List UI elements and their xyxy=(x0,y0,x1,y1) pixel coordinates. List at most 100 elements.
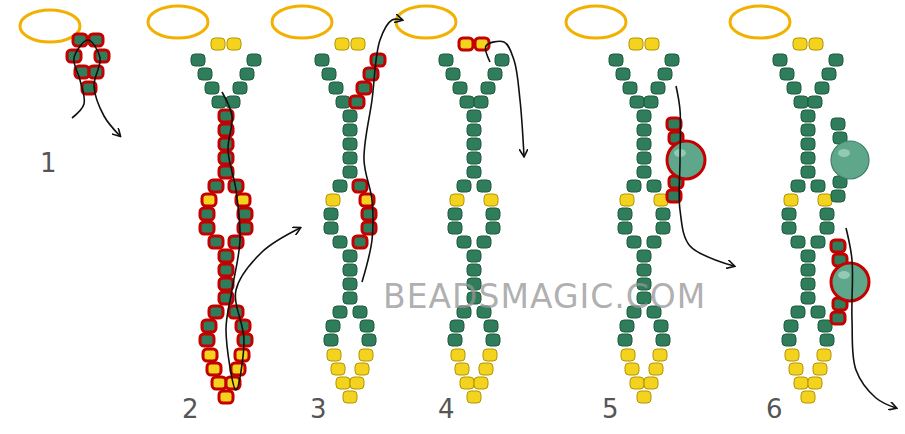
seed-bead xyxy=(343,278,357,290)
seed-bead xyxy=(219,152,233,164)
seed-bead xyxy=(630,377,644,389)
seed-bead xyxy=(200,334,214,346)
seed-bead xyxy=(460,96,474,108)
seed-bead xyxy=(647,236,661,248)
seed-bead xyxy=(822,68,836,80)
wire-ring xyxy=(148,6,208,38)
bead-shine xyxy=(838,149,850,157)
seed-bead xyxy=(665,54,679,66)
seed-bead xyxy=(620,320,634,332)
seed-bead xyxy=(371,54,385,66)
seed-bead xyxy=(637,250,651,262)
wire-ring xyxy=(566,6,626,38)
seed-bead xyxy=(831,312,845,324)
seed-bead xyxy=(247,54,261,66)
seed-bead xyxy=(212,96,226,108)
seed-bead xyxy=(627,180,641,192)
seed-bead xyxy=(651,82,665,94)
seed-bead xyxy=(453,82,467,94)
seed-bead xyxy=(637,110,651,122)
seed-bead xyxy=(801,152,815,164)
seed-bead xyxy=(209,180,223,192)
seed-bead xyxy=(479,363,493,375)
seed-bead xyxy=(212,377,226,389)
seed-bead xyxy=(335,38,349,50)
seed-bead xyxy=(353,180,367,192)
seed-bead xyxy=(95,50,109,62)
seed-bead xyxy=(644,377,658,389)
seed-bead xyxy=(474,96,488,108)
seed-bead xyxy=(801,250,815,262)
seed-bead xyxy=(229,236,243,248)
seed-bead xyxy=(355,363,369,375)
seed-bead xyxy=(656,208,670,220)
seed-bead xyxy=(343,250,357,262)
wire-ring xyxy=(272,6,332,38)
seed-bead xyxy=(362,334,376,346)
seed-bead xyxy=(808,96,822,108)
seed-bead xyxy=(629,38,643,50)
step-number: 1 xyxy=(40,150,57,176)
seed-bead xyxy=(784,194,798,206)
seed-bead xyxy=(637,138,651,150)
seed-bead xyxy=(219,250,233,262)
seed-bead xyxy=(791,306,805,318)
seed-bead xyxy=(789,363,803,375)
seed-bead xyxy=(467,138,481,150)
seed-bead xyxy=(637,391,651,403)
seed-bead xyxy=(808,377,822,389)
step-number: 6 xyxy=(766,396,783,422)
seed-bead xyxy=(625,363,639,375)
seed-bead xyxy=(457,180,471,192)
seed-bead xyxy=(207,363,221,375)
seed-bead xyxy=(238,208,252,220)
seed-bead xyxy=(202,194,216,206)
seed-bead xyxy=(219,278,233,290)
seed-bead xyxy=(820,334,834,346)
seed-bead xyxy=(818,194,832,206)
seed-bead xyxy=(653,349,667,361)
step-number: 5 xyxy=(602,396,619,422)
seed-bead xyxy=(343,292,357,304)
round-bead xyxy=(667,141,705,179)
seed-bead xyxy=(801,166,815,178)
seed-bead xyxy=(333,180,347,192)
seed-bead xyxy=(667,118,681,130)
round-bead xyxy=(831,141,869,179)
seed-bead xyxy=(645,38,659,50)
watermark: BEADSMAGIC.COM xyxy=(383,280,706,313)
seed-bead xyxy=(238,334,252,346)
wire-ring xyxy=(396,6,456,38)
seed-bead xyxy=(362,222,376,234)
seed-bead xyxy=(791,236,805,248)
seed-bead xyxy=(364,68,378,80)
seed-bead xyxy=(89,34,103,46)
seed-bead xyxy=(448,222,462,234)
seed-bead xyxy=(801,138,815,150)
seed-bead xyxy=(656,334,670,346)
thread-path xyxy=(846,228,896,408)
seed-bead xyxy=(637,152,651,164)
seed-bead xyxy=(831,118,845,130)
seed-bead xyxy=(785,349,799,361)
seed-bead xyxy=(637,264,651,276)
seed-bead xyxy=(794,377,808,389)
seed-bead xyxy=(621,349,635,361)
seed-bead xyxy=(231,363,245,375)
seed-bead xyxy=(483,349,497,361)
thread-path xyxy=(362,19,402,282)
seed-bead xyxy=(219,264,233,276)
seed-bead xyxy=(203,349,217,361)
seed-bead xyxy=(782,334,796,346)
seed-bead xyxy=(618,334,632,346)
seed-bead xyxy=(450,194,464,206)
seed-bead xyxy=(820,208,834,220)
seed-bead xyxy=(817,349,831,361)
seed-bead xyxy=(644,96,658,108)
seed-bead xyxy=(353,306,367,318)
seed-bead xyxy=(446,68,460,80)
seed-bead xyxy=(353,236,367,248)
seed-bead xyxy=(460,377,474,389)
seed-bead xyxy=(801,264,815,276)
